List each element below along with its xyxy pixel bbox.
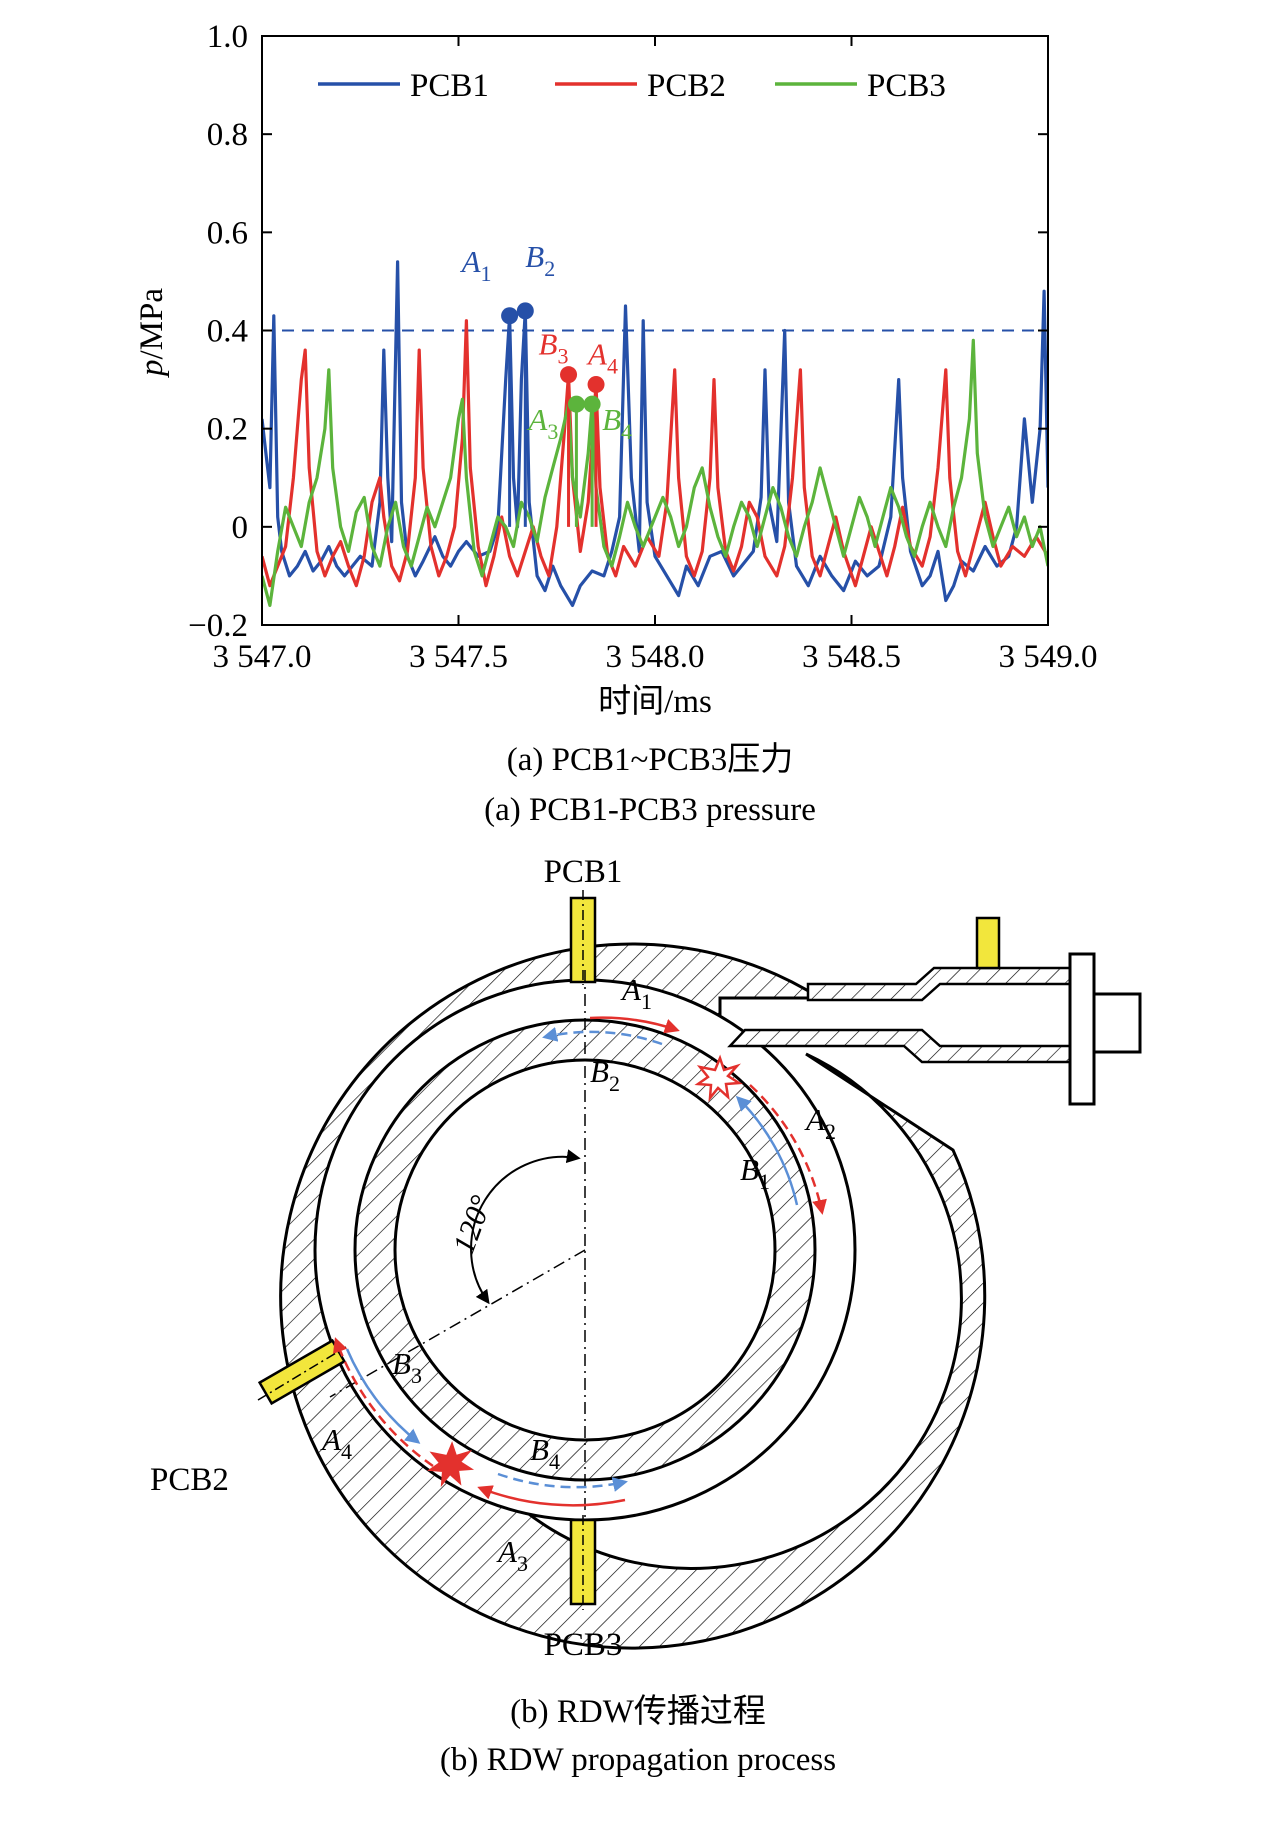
inlet-sensor bbox=[975, 916, 1001, 970]
label-b3: B3 bbox=[392, 1346, 422, 1388]
wave-arrow-a4 bbox=[333, 1337, 434, 1468]
series-layer bbox=[262, 260, 1048, 607]
y-tick-label: 0.4 bbox=[207, 314, 248, 350]
legend: PCB1 PCB2 PCB3 bbox=[318, 68, 946, 104]
label-a1: A1 bbox=[620, 972, 652, 1014]
sensor-label-pcb3: PCB3 bbox=[544, 1627, 623, 1663]
legend-label-pcb3: PCB3 bbox=[867, 68, 946, 104]
y-axis-label: p/MPa bbox=[134, 288, 170, 378]
rdw-propagation-diagram: 120° A1 B2 A2 B1 B3 A4 B4 A3 PCB1 PCB2 P… bbox=[150, 860, 1142, 1778]
marker-label-b2: B2 bbox=[525, 239, 555, 281]
label-a4: A4 bbox=[320, 1422, 352, 1464]
y-axis-label-unit: /MPa bbox=[134, 288, 170, 360]
wave-arrow-b1 bbox=[735, 1095, 799, 1206]
legend-label-pcb2: PCB2 bbox=[647, 68, 726, 104]
angle-arc bbox=[470, 1149, 581, 1305]
legend-label-pcb1: PCB1 bbox=[410, 68, 489, 104]
wave-arrow-b3 bbox=[345, 1348, 421, 1444]
x-tick-label: 3 547.5 bbox=[409, 639, 508, 675]
pressure-chart: 3 547.0 3 547.5 3 548.0 3 548.5 3 549.0 −0.2 0… bbox=[134, 19, 1098, 828]
sensor-label-pcb1: PCB1 bbox=[544, 860, 623, 890]
sensor-label-pcb2: PCB2 bbox=[150, 1462, 229, 1498]
sensor-pcb2-axis bbox=[257, 1346, 347, 1401]
wave-arrow-a1 bbox=[589, 1016, 680, 1034]
detonation-star-lower bbox=[427, 1441, 475, 1488]
x-tick-label: 3 549.0 bbox=[999, 639, 1098, 675]
marker-dot-b3 bbox=[560, 366, 578, 384]
caption-b-cn: (b) RDW传播过程 bbox=[510, 1693, 766, 1730]
x-axis-label: 时间/ms bbox=[598, 684, 712, 720]
wave-arrow-a2 bbox=[749, 1084, 827, 1215]
tick-layer: 3 547.0 3 547.5 3 548.0 3 548.5 3 549.0 −0.2 0… bbox=[188, 19, 1097, 675]
marker-dot-b4 bbox=[583, 395, 601, 413]
diagram-label-layer: A1 B2 A2 B1 B3 A4 B4 A3 bbox=[320, 972, 836, 1576]
y-axis-label-symbol: p bbox=[134, 360, 170, 379]
x-tick-label: 3 548.5 bbox=[802, 639, 901, 675]
caption-a-en: (a) PCB1-PCB3 pressure bbox=[484, 792, 816, 828]
marker-label-b4: B4 bbox=[602, 402, 632, 444]
series-pcb2 bbox=[262, 319, 1048, 588]
series-pcb1 bbox=[262, 260, 1048, 607]
label-b4: B4 bbox=[530, 1432, 560, 1474]
y-tick-label: 1.0 bbox=[207, 19, 248, 55]
marker-dot-a1 bbox=[501, 307, 519, 325]
marker-label-b3: B3 bbox=[539, 327, 569, 369]
marker-dot-a3 bbox=[567, 395, 585, 413]
wave-arrow-b4 bbox=[497, 1472, 628, 1492]
caption-b-en: (b) RDW propagation process bbox=[440, 1742, 836, 1778]
inlet-tube-upper-wall bbox=[806, 966, 1072, 1002]
y-tick-label: −0.2 bbox=[188, 608, 248, 644]
inlet-flange bbox=[1068, 952, 1096, 1106]
sensor-pcb1 bbox=[569, 896, 597, 984]
marker-dot-a4 bbox=[587, 375, 605, 393]
label-a3: A3 bbox=[496, 1534, 528, 1576]
series-pcb3 bbox=[262, 338, 1048, 607]
x-tick-label: 3 547.0 bbox=[213, 639, 312, 675]
marker-dot-b2 bbox=[516, 302, 534, 320]
marker-label-a1: A1 bbox=[460, 244, 492, 286]
marker-label-a3: A3 bbox=[526, 402, 558, 444]
inlet-connector bbox=[1092, 992, 1142, 1054]
x-tick-label: 3 548.0 bbox=[606, 639, 705, 675]
y-tick-label: 0.2 bbox=[207, 412, 248, 448]
wave-arrow-a3 bbox=[477, 1485, 626, 1507]
detonation-star-upper bbox=[694, 1054, 743, 1102]
label-a2: A2 bbox=[804, 1102, 836, 1144]
y-tick-label: 0 bbox=[232, 510, 249, 546]
y-tick-label: 0.8 bbox=[207, 117, 248, 153]
label-b2: B2 bbox=[590, 1054, 620, 1096]
label-b1: B1 bbox=[740, 1152, 770, 1194]
marker-label-a4: A4 bbox=[586, 336, 618, 378]
y-tick-label: 0.6 bbox=[207, 215, 248, 251]
caption-a-cn: (a) PCB1~PCB3压力 bbox=[507, 741, 793, 778]
inlet-tube-lower-wall bbox=[727, 1028, 1072, 1064]
